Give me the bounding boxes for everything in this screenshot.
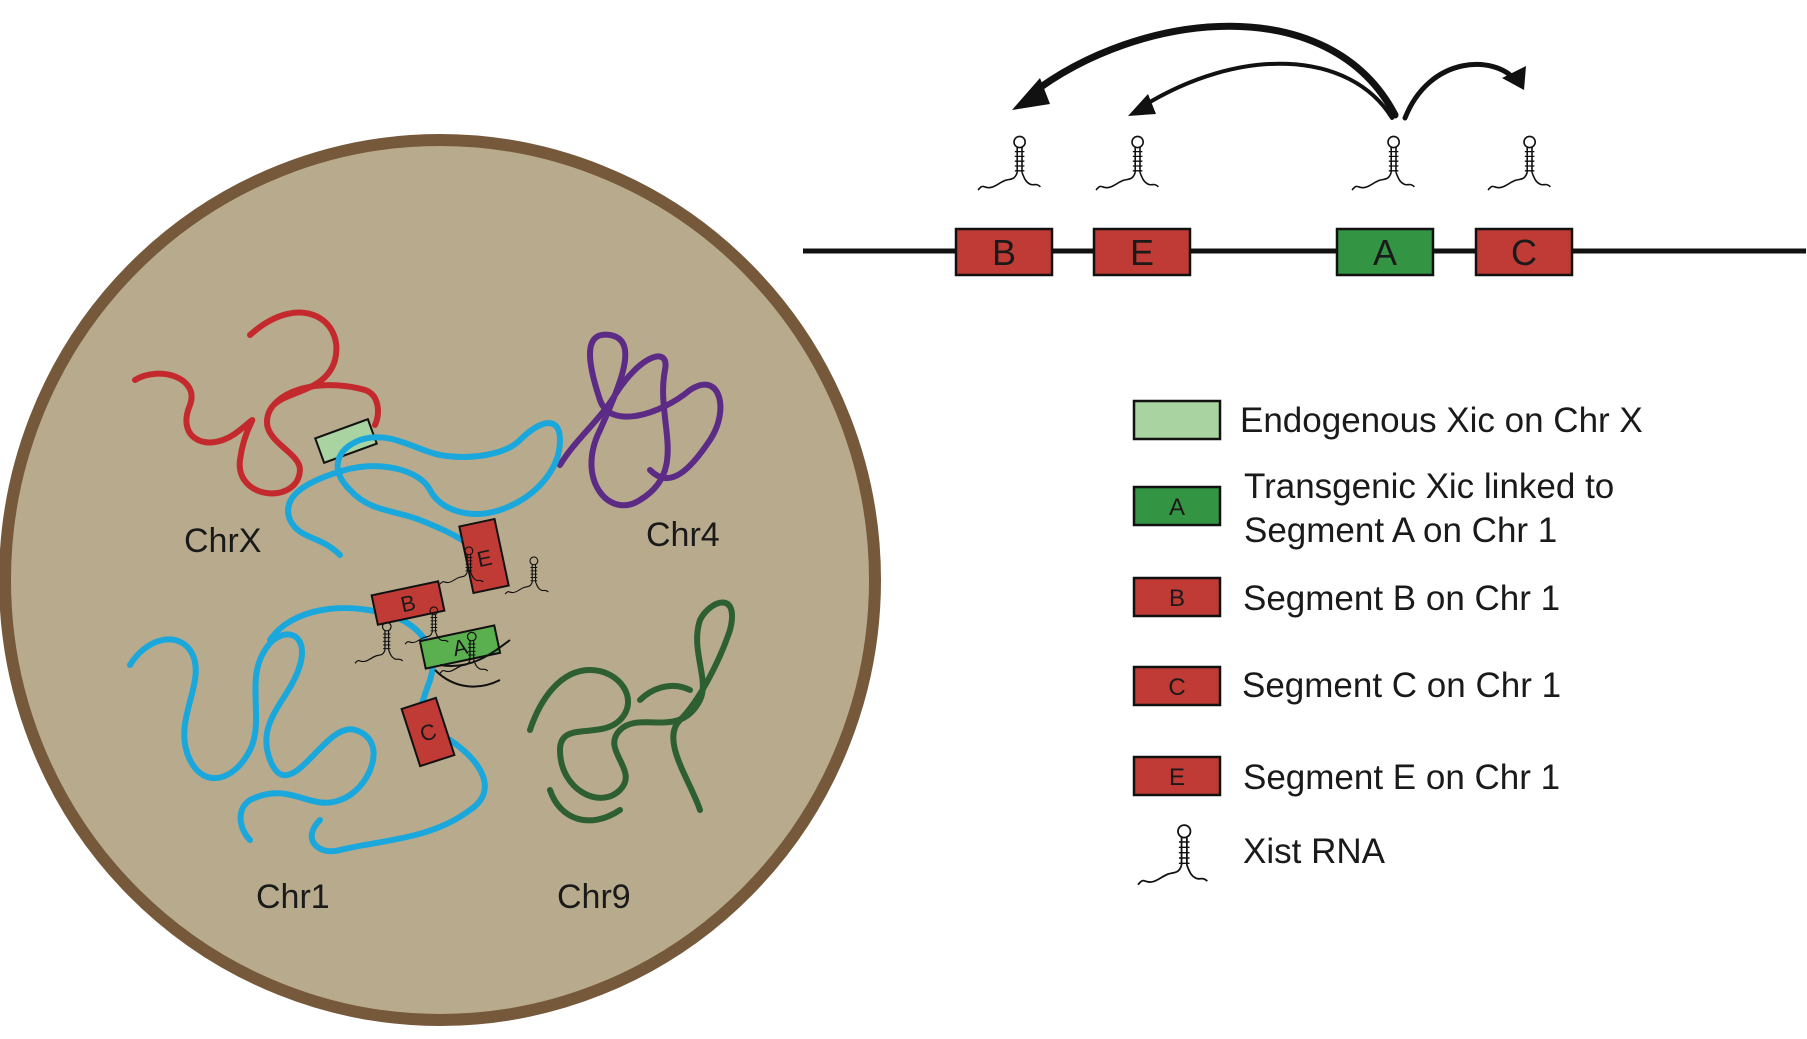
chr9-chromosome (527, 599, 735, 824)
legend-label-xist: Xist RNA (1243, 832, 1386, 871)
chr9-label: Chr9 (557, 878, 631, 916)
xist-rna-icon (1095, 135, 1160, 191)
spread-arrow-to-c (1402, 61, 1518, 121)
legend-swatch-b (1132, 576, 1222, 618)
legend-label-e: Segment E on Chr 1 (1243, 758, 1560, 797)
legend: Endogenous Xic on Chr X A Transgenic Xic… (1132, 399, 1643, 886)
map-segment-e-letter: E (1130, 232, 1154, 273)
legend-label-b: Segment B on Chr 1 (1243, 579, 1560, 618)
xist-rna-tail (434, 639, 511, 688)
nucleus-segment-b-letter: B (398, 590, 418, 618)
chr4-label: Chr4 (646, 516, 720, 554)
chrx-chromosome (132, 309, 381, 497)
chr1-label: Chr1 (256, 878, 330, 916)
legend-label-c: Segment C on Chr 1 (1242, 666, 1561, 705)
nucleus-segment-a: A (418, 624, 502, 670)
nucleus (0, 134, 881, 1026)
spread-arrowhead-b-icon (1012, 78, 1050, 110)
nucleus-segment-c-letter: C (417, 718, 440, 747)
chrx-label: ChrX (184, 522, 261, 560)
legend-xist-rna-icon (1137, 824, 1209, 886)
spread-arrowhead-e-icon (1128, 94, 1156, 116)
spread-arrow-to-b (1026, 22, 1399, 119)
legend-swatch-endogenous (1132, 399, 1222, 441)
nucleus-segment-c: C (400, 696, 456, 768)
map-segment-b-letter: B (992, 232, 1016, 273)
xist-rna-icon (977, 135, 1042, 191)
nucleus-segment-e-letter: E (475, 545, 495, 573)
legend-label-a-line1: Transgenic Xic linked to (1244, 467, 1614, 506)
legend-label-endogenous: Endogenous Xic on Chr X (1240, 401, 1643, 440)
legend-swatch-a-letter: A (1169, 494, 1185, 521)
map-segment-a-letter: A (1373, 232, 1397, 273)
legend-swatch-e-letter: E (1169, 764, 1185, 791)
legend-swatch-a (1132, 485, 1222, 527)
map-segment-a: A (1335, 227, 1435, 277)
map-segment-c: C (1474, 227, 1574, 277)
map-segment-c-letter: C (1511, 232, 1537, 273)
endogenous-xic-box (313, 417, 379, 465)
xist-rna-icon (1487, 135, 1552, 191)
spread-arrow-to-e (1138, 61, 1394, 120)
nucleus-segment-a-letter: A (450, 634, 470, 662)
map-segment-e: E (1092, 227, 1192, 277)
legend-label-a-line2: Segment A on Chr 1 (1244, 511, 1557, 550)
legend-swatch-b-letter: B (1169, 585, 1185, 612)
xist-rna-icon (1351, 135, 1416, 191)
legend-swatch-c (1132, 665, 1222, 707)
chr4-chromosome (557, 331, 724, 509)
spread-arrowhead-c-icon (1502, 66, 1526, 90)
nucleus-segment-b: B (370, 580, 446, 626)
legend-swatch-c-letter: C (1168, 674, 1185, 701)
map-segment-b: B (954, 227, 1054, 277)
legend-swatch-e (1132, 755, 1222, 797)
